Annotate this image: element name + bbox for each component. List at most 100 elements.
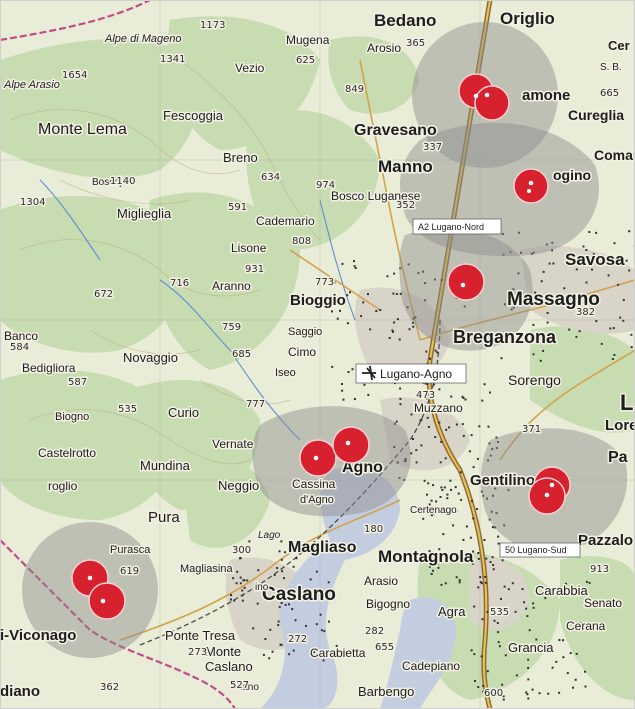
building-dot: [504, 654, 507, 657]
building-dot: [613, 242, 616, 245]
marker-dot: [100, 598, 106, 604]
label-monte: Monte: [205, 644, 241, 659]
building-dot: [504, 303, 506, 306]
marker-group-gentilino[interactable]: [528, 466, 571, 515]
building-dot: [501, 559, 504, 562]
building-dot: [273, 574, 276, 577]
building-dot: [446, 497, 449, 500]
building-dot: [542, 349, 545, 352]
building-dot: [628, 269, 631, 272]
building-dot: [602, 257, 605, 260]
lake-lugano-east: [380, 597, 456, 709]
location-marker[interactable]: [513, 168, 549, 204]
label-cureglia: Cureglia: [568, 107, 624, 123]
building-dot: [434, 349, 437, 352]
building-dot: [280, 540, 283, 543]
building-dot: [351, 368, 354, 371]
building-dot: [462, 397, 465, 399]
building-dot: [328, 620, 330, 623]
label-bosco-luganese: Bosco Luganese: [331, 189, 421, 203]
location-markers[interactable]: [71, 73, 571, 620]
building-dot: [346, 294, 349, 297]
marker-group-massagno[interactable]: [447, 263, 485, 301]
building-dot: [455, 423, 458, 426]
marker-dot: [313, 455, 319, 461]
building-dot: [391, 329, 394, 332]
building-dot: [554, 295, 557, 298]
marker-group-agno[interactable]: [299, 426, 370, 477]
building-dot: [294, 619, 297, 622]
building-dot: [314, 550, 317, 552]
building-dot: [625, 259, 628, 262]
building-dot: [309, 578, 312, 581]
building-dot: [585, 281, 588, 284]
peak-elevation-label: 473: [416, 390, 435, 401]
location-marker[interactable]: [447, 263, 485, 301]
building-dot: [399, 397, 402, 400]
airport-lugano-agno[interactable]: Lugano-Agno: [355, 363, 467, 384]
label-miglieglia: Miglieglia: [117, 206, 172, 221]
building-dot: [414, 316, 417, 319]
building-dot: [480, 480, 483, 483]
rivers: [39, 179, 356, 441]
building-dot: [415, 461, 418, 464]
marker-group-porza[interactable]: [513, 168, 549, 204]
building-dot: [459, 471, 462, 474]
building-dot: [476, 457, 479, 460]
label-origlio: Origlio: [500, 9, 555, 28]
building-dot: [476, 480, 479, 483]
peak-elevation-label: 272: [288, 634, 307, 645]
building-dot: [339, 309, 341, 312]
building-dot: [555, 660, 558, 663]
building-dot: [551, 666, 554, 669]
building-dot: [284, 551, 286, 554]
building-dot: [331, 310, 333, 313]
marker-group-bedano[interactable]: [458, 73, 510, 121]
building-dot: [489, 561, 492, 563]
building-dot: [592, 307, 595, 310]
building-dot: [484, 581, 487, 584]
building-dot: [428, 405, 430, 408]
building-dot: [532, 606, 535, 609]
building-dot: [448, 426, 451, 429]
building-dot: [497, 631, 500, 634]
label-alpe-arasio: Alpe Arasio: [3, 79, 60, 91]
building-dot: [551, 645, 554, 648]
building-dot: [460, 498, 463, 501]
building-dot: [436, 351, 439, 354]
building-dot: [526, 615, 529, 618]
building-dot: [288, 653, 291, 656]
peak-elevation-label: 600: [484, 688, 503, 699]
building-dot: [482, 684, 485, 687]
label-arasio-south: Arasio: [364, 574, 398, 588]
label-cer: Cer: [608, 38, 630, 53]
building-dot: [497, 441, 499, 443]
building-dot: [280, 602, 283, 604]
marker-group-purasca[interactable]: [71, 559, 126, 620]
building-dot: [404, 459, 407, 462]
building-dot: [552, 262, 555, 265]
building-dot: [498, 609, 501, 612]
building-dot: [566, 672, 569, 675]
building-dot: [518, 231, 521, 234]
building-dot: [578, 330, 581, 333]
building-dot: [497, 542, 500, 545]
building-dot: [517, 272, 520, 275]
location-marker[interactable]: [474, 85, 510, 121]
peak-elevation-label: 587: [68, 377, 87, 388]
label-mundina: Mundina: [140, 458, 191, 473]
building-dot: [464, 398, 467, 401]
location-marker[interactable]: [332, 426, 370, 464]
building-dot: [507, 489, 510, 492]
label-breno: Breno: [223, 150, 258, 165]
building-dot: [520, 645, 522, 647]
label-arosio-north: Arosio: [367, 41, 401, 55]
building-dot: [319, 613, 322, 616]
location-marker[interactable]: [88, 582, 126, 620]
exit-lugano-sud-label: 50 Lugano-Sud: [505, 545, 567, 555]
peak-elevation-label: 619: [120, 566, 139, 577]
building-dot: [424, 299, 427, 302]
building-dot: [398, 338, 401, 341]
label-dagno: d'Agno: [300, 494, 334, 506]
